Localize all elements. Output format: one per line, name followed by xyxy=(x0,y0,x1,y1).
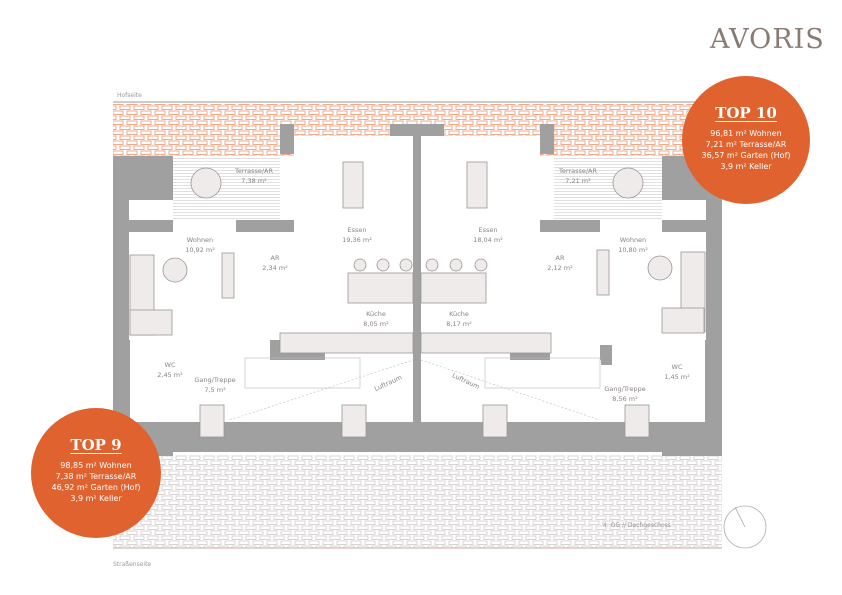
room-area: 2,45 m² xyxy=(157,371,183,379)
room-name: Terrasse/AR xyxy=(558,167,597,175)
room-name: Küche xyxy=(366,310,386,318)
room-area: 18,04 m² xyxy=(473,236,503,244)
room-area: 2,34 m² xyxy=(262,264,288,272)
room-area: 10,92 m² xyxy=(185,246,215,254)
room-area: 2,12 m² xyxy=(547,264,573,272)
top9-line: 7,38 m² Terrasse/AR xyxy=(55,472,137,481)
floor-label: 4. OG // Dachgeschoss xyxy=(603,522,671,529)
hofseite-label: Hofseite xyxy=(117,92,142,99)
room-area: 8,56 m² xyxy=(612,395,638,403)
top10-badge: TOP 10 96,81 m² Wohnen 7,21 m² Terrasse/… xyxy=(682,76,810,204)
street-tiles xyxy=(113,455,722,548)
terrace-left xyxy=(173,156,280,220)
top9-line: 46,92 m² Garten (Hof) xyxy=(51,483,141,492)
room-area: 10,80 m² xyxy=(618,246,648,254)
room-name: Wohnen xyxy=(620,236,646,244)
room-name: AR xyxy=(556,254,565,262)
room-area: 19,36 m² xyxy=(342,236,372,244)
room-name: Gang/Treppe xyxy=(194,376,235,384)
room-name: Wohnen xyxy=(187,236,213,244)
room-name: Terrasse/AR xyxy=(234,167,273,175)
room-name: Essen xyxy=(348,226,367,234)
compass-icon xyxy=(723,505,767,549)
top10-line: 3,9 m² Keller xyxy=(720,162,772,171)
stairs xyxy=(229,357,601,421)
room-name: WC xyxy=(165,361,176,369)
top9-line: 3,9 m² Keller xyxy=(70,494,122,503)
room-name: Küche xyxy=(449,310,469,318)
room-area: 7,5 m² xyxy=(204,386,226,394)
room-name: AR xyxy=(271,254,280,262)
room-name: WC xyxy=(672,363,683,371)
room-area: 1,45 m² xyxy=(664,373,690,381)
room-area: 8,17 m² xyxy=(446,320,472,328)
top10-line: 7,21 m² Terrasse/AR xyxy=(705,140,787,149)
top9-title: TOP 9 xyxy=(70,436,122,454)
terrace-right xyxy=(554,156,662,220)
top10-line: 96,81 m² Wohnen xyxy=(710,129,782,138)
furniture xyxy=(129,161,706,438)
rooms-left: Terrasse/AR 7,38 m² Wohnen 10,92 m² AR 2… xyxy=(157,167,403,394)
room-area: 8,05 m² xyxy=(363,320,389,328)
strassenseite-label: Straßenseite xyxy=(113,561,151,568)
top10-line: 36,57 m² Garten (Hof) xyxy=(701,151,791,160)
room-name: Gang/Treppe xyxy=(604,385,645,393)
room-name: Essen xyxy=(479,226,498,234)
top9-line: 98,85 m² Wohnen xyxy=(60,461,132,470)
room-area: 7,21 m² xyxy=(565,177,591,185)
top10-title: TOP 10 xyxy=(715,104,777,122)
avoris-logo: AVORIS xyxy=(710,24,825,55)
room-area: 7,38 m² xyxy=(241,177,267,185)
top9-badge: TOP 9 98,85 m² Wohnen 7,38 m² Terrasse/A… xyxy=(31,408,161,538)
